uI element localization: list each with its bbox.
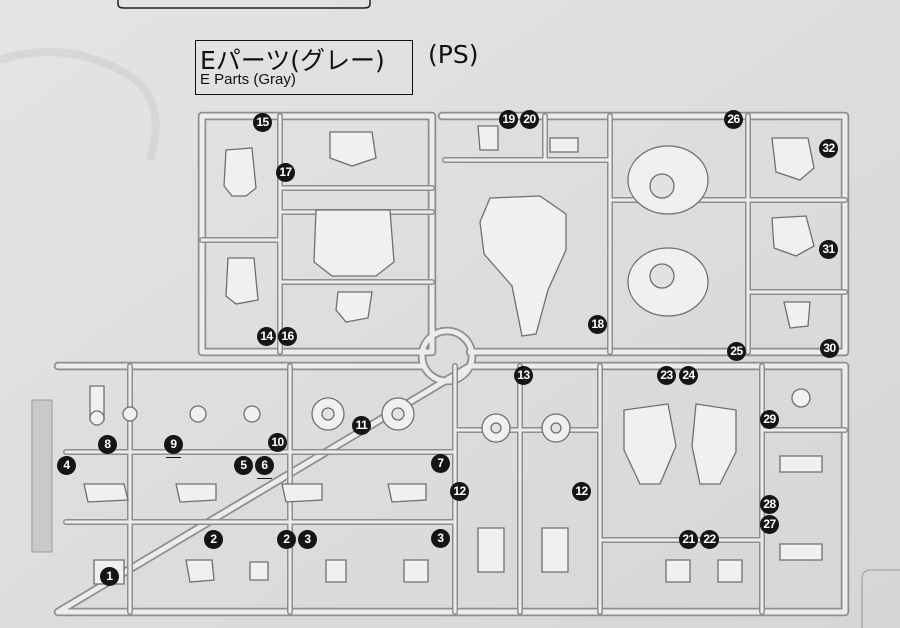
part-number-32: 32	[819, 139, 838, 158]
part-number-5: 5	[234, 456, 253, 475]
part-number-22: 22	[700, 530, 719, 549]
part-number-16: 16	[278, 327, 297, 346]
part-number-17: 17	[276, 163, 295, 182]
part-number-29: 29	[760, 410, 779, 429]
part-number-14: 14	[257, 327, 276, 346]
part-number-18: 18	[588, 315, 607, 334]
part-number-8: 8	[98, 435, 117, 454]
part-number-3-right: 3	[431, 529, 450, 548]
part-number-9: 9	[164, 435, 183, 458]
part-number-2-right: 2	[277, 530, 296, 549]
section-title-jp: Eパーツ(グレー)	[200, 46, 385, 75]
previous-panel-edge	[117, 0, 371, 9]
plastic-parts	[83, 125, 823, 585]
part-number-23: 23	[657, 366, 676, 385]
part-number-6: 6	[255, 456, 274, 479]
material-label: (PS)	[428, 40, 479, 69]
part-number-3-left: 3	[298, 530, 317, 549]
part-number-24: 24	[679, 366, 698, 385]
part-number-28: 28	[760, 495, 779, 514]
part-number-12-left: 12	[450, 482, 469, 501]
part-number-12-right: 12	[572, 482, 591, 501]
part-number-31: 31	[819, 240, 838, 259]
section-title-box: Eパーツ(グレー) E Parts (Gray)	[195, 40, 413, 95]
part-number-13: 13	[514, 366, 533, 385]
part-number-26: 26	[724, 110, 743, 129]
part-number-11: 11	[352, 416, 371, 435]
part-number-1: 1	[100, 567, 119, 586]
part-number-19: 19	[499, 110, 518, 129]
part-number-25: 25	[727, 342, 746, 361]
part-number-4: 4	[57, 456, 76, 475]
part-number-7: 7	[431, 454, 450, 473]
part-number-15: 15	[253, 113, 272, 132]
runner-side-tab	[31, 399, 53, 553]
section-title-en: E Parts (Gray)	[200, 71, 296, 88]
part-number-10: 10	[268, 433, 287, 452]
part-number-30: 30	[820, 339, 839, 358]
part-number-20: 20	[520, 110, 539, 129]
part-number-27: 27	[760, 515, 779, 534]
part-number-21: 21	[679, 530, 698, 549]
part-number-2-left: 2	[204, 530, 223, 549]
